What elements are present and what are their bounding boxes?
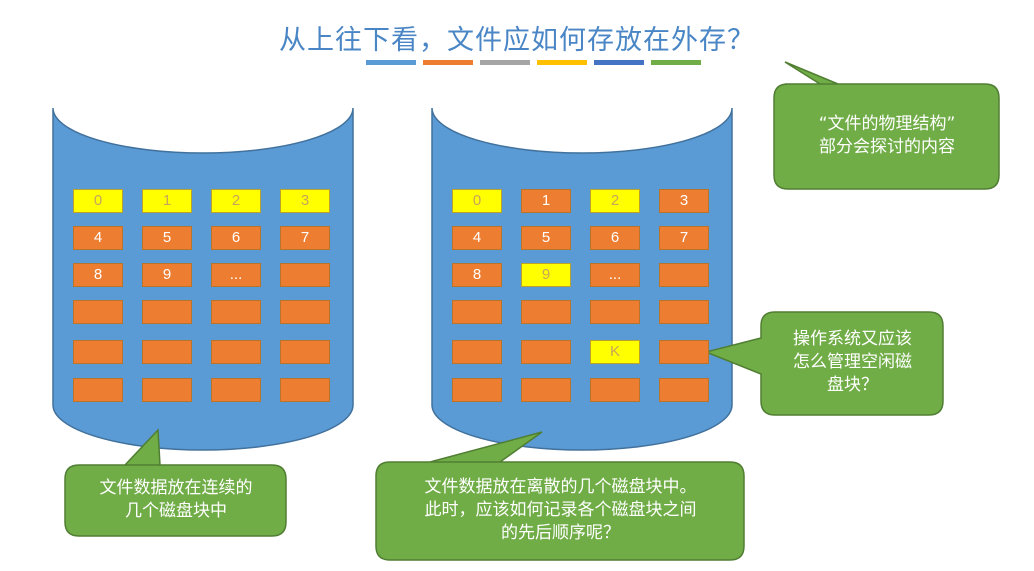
left_disk-block: 8 [73, 263, 123, 287]
right_disk-block [659, 378, 709, 402]
right_disk-block [590, 300, 640, 324]
callout-line: 部分会探讨的内容 [819, 137, 955, 157]
callout-line: 此时，应该如何记录各个磁盘块之间 [424, 500, 697, 520]
left_disk-block [142, 340, 192, 364]
right_disk-block: 7 [659, 226, 709, 250]
callout-right-bottom-text: 文件数据放在离散的几个磁盘块中。 此时，应该如何记录各个磁盘块之间 的先后顺序呢… [376, 476, 745, 545]
left_disk-block [280, 340, 330, 364]
callout-line: “文件的物理结构” [818, 114, 956, 134]
left_disk-block: 6 [211, 226, 261, 250]
right_disk-block [659, 300, 709, 324]
page-title: 从上往下看，文件应如何存放在外存？ [279, 25, 755, 56]
callout-line: 文件数据放在离散的几个磁盘块中。 [424, 477, 697, 497]
right_disk-block: 8 [452, 263, 502, 287]
left-disk-cylinder [52, 107, 354, 451]
callout-line: 几个磁盘块中 [125, 501, 227, 521]
left_disk-block: 2 [211, 189, 261, 213]
color-bar-3 [480, 60, 530, 65]
left_disk-block [211, 300, 261, 324]
left_disk-block: 4 [73, 226, 123, 250]
callout-line: 的先后顺序呢？ [501, 523, 620, 543]
right_disk-block: 4 [452, 226, 502, 250]
left_disk-block [280, 263, 330, 287]
right_disk-block [452, 340, 502, 364]
right_disk-block [659, 340, 709, 364]
right_disk-block: 3 [659, 189, 709, 213]
left_disk-block [280, 300, 330, 324]
right_disk-block: 2 [590, 189, 640, 213]
right_disk-block: 1 [521, 189, 571, 213]
callout-line: 盘块？ [827, 375, 878, 395]
left_disk-block: 1 [142, 189, 192, 213]
right_disk-block [521, 340, 571, 364]
callout-right-bottom-shape [375, 431, 745, 561]
callout-right-mid-shape [703, 311, 944, 416]
right_disk-block: 0 [452, 189, 502, 213]
left_disk-block: 3 [280, 189, 330, 213]
color-bar-5 [594, 60, 644, 65]
right_disk-block [590, 378, 640, 402]
right_disk-block: ... [590, 263, 640, 287]
callout-left-bottom-text: 文件数据放在连续的 几个磁盘块中 [65, 477, 287, 523]
right-disk-cylinder [431, 107, 733, 451]
left_disk-block [142, 378, 192, 402]
left_disk-block: 0 [73, 189, 123, 213]
color-bar-1 [366, 60, 416, 65]
color-bar-4 [537, 60, 587, 65]
left_disk-block: ... [211, 263, 261, 287]
left_disk-block [211, 378, 261, 402]
callout-line: 操作系统又应该 [793, 329, 912, 349]
left_disk-block [73, 378, 123, 402]
left_disk-block: 9 [142, 263, 192, 287]
right_disk-block [521, 300, 571, 324]
right_disk-block [659, 263, 709, 287]
left_disk-block [73, 300, 123, 324]
callout-top-right-shape [773, 61, 1000, 190]
left_disk-block: 7 [280, 226, 330, 250]
left_disk-block [73, 340, 123, 364]
callout-line: 怎么管理空闲磁 [793, 352, 912, 372]
callout-line: 文件数据放在连续的 [99, 478, 253, 498]
left_disk-block [142, 300, 192, 324]
right_disk-block [452, 300, 502, 324]
left_disk-block [280, 378, 330, 402]
left_disk-block [211, 340, 261, 364]
right_disk-block [521, 378, 571, 402]
left_disk-block: 5 [142, 226, 192, 250]
color-bar-2 [423, 60, 473, 65]
right_disk-block: K [590, 340, 640, 364]
color-bar-6 [651, 60, 701, 65]
callout-top-right-text: “文件的物理结构” 部分会探讨的内容 [774, 113, 1000, 159]
right_disk-block: 5 [521, 226, 571, 250]
callout-left-bottom-shape [64, 428, 287, 537]
right_disk-block [452, 378, 502, 402]
right_disk-block: 6 [590, 226, 640, 250]
callout-right-mid-text: 操作系统又应该 怎么管理空闲磁 盘块？ [761, 328, 944, 397]
right_disk-block: 9 [521, 263, 571, 287]
